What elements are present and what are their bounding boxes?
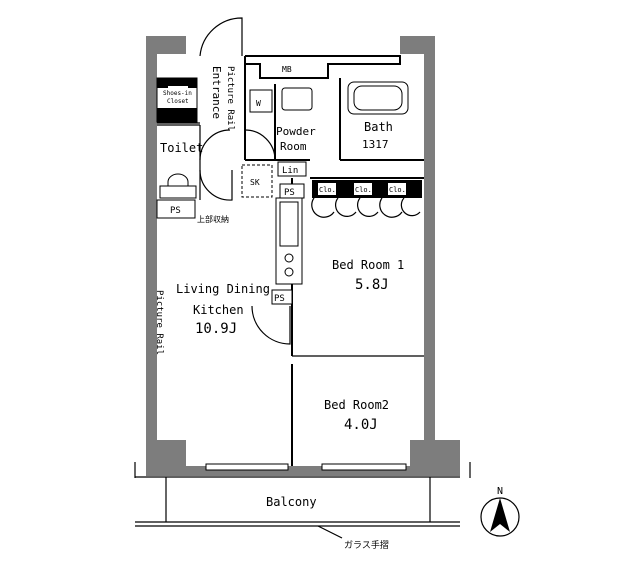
entrance-door-arc (199, 17, 243, 57)
ps-label-top: PS (284, 188, 295, 198)
shoes-in-closet-label-2: Closet (167, 98, 189, 105)
closet-3-bg (388, 183, 406, 195)
bath-fixtures (156, 81, 409, 305)
ps-box-toilet (156, 199, 196, 219)
bedroom1-area-label: 5.8J (355, 277, 389, 293)
ldk-window (205, 463, 289, 471)
toilet-fixture (167, 173, 189, 189)
closet-doors (311, 197, 421, 218)
north-label: N (497, 486, 503, 497)
fixture-labels: MB W Lin PS PS PS SK 上部収納 Clo. Clo. Clo.… (170, 65, 406, 551)
bedroom2-label: Bed Room2 (324, 398, 389, 412)
ps-label-toilet: PS (170, 206, 181, 216)
picture-rail-label-top: Picture Rail (225, 66, 235, 131)
bedroom2-area-label: 4.0J (344, 417, 378, 433)
kitchen (275, 197, 303, 285)
left-top-pillar (146, 36, 186, 54)
sk-label: SK (250, 178, 260, 187)
stove-burner-1 (284, 253, 294, 263)
picture-rail-label-left: Picture Rail (154, 290, 164, 355)
powder-room-label-1: Powder (276, 125, 316, 138)
interior-partitions (156, 56, 424, 466)
linen-box (277, 161, 307, 177)
closet-label-2: Clo. (355, 186, 372, 194)
kitchen-sink (279, 201, 299, 247)
toilet-door-arc (199, 129, 231, 161)
toilet-label: Toilet (160, 141, 203, 155)
top-wall-line (244, 55, 401, 79)
ldk-door-arc (251, 305, 291, 345)
sk-box (241, 164, 273, 198)
washbasin (281, 87, 313, 111)
bathtub-inner (353, 85, 403, 111)
stove-burner-2 (284, 267, 294, 277)
linen-label: Lin (282, 166, 298, 176)
closet-shelf-lower (157, 108, 197, 122)
right-wall (424, 36, 435, 476)
compass-needle (490, 498, 510, 532)
doors (199, 17, 291, 345)
windows (134, 355, 471, 539)
ps-label-kitchen: PS (274, 294, 285, 304)
glass-rail-label: ガラス手摺 (344, 539, 389, 551)
powder-door-arc (244, 129, 276, 161)
bath-door-arc (199, 169, 233, 201)
shoes-in-closet-label-1: Shoes-in (163, 90, 192, 97)
bedroom1-label: Bed Room 1 (332, 258, 404, 272)
entrance-label: Entrance (210, 66, 223, 119)
closet-2-bg (354, 183, 372, 195)
washer-box (249, 89, 273, 113)
exterior-walls (146, 36, 460, 476)
left-wall (146, 36, 157, 476)
ldk-label-2: Kitchen (193, 303, 244, 317)
washer-label: W (256, 99, 261, 108)
right-top-pillar (400, 36, 435, 54)
mb-label: MB (282, 65, 292, 74)
balcony-label: Balcony (266, 495, 317, 509)
bedroom-closets (311, 180, 422, 218)
ldk-label-1: Living Dining (176, 282, 270, 296)
closet-label-3: Clo. (389, 186, 406, 194)
room-labels: Shoes-in Closet Entrance ガラス手摺 Picture R… (154, 66, 404, 509)
closet-label-bg (168, 86, 188, 106)
closet-shelf (157, 78, 197, 88)
ldk-area-label: 10.9J (195, 321, 237, 337)
north-arrow: N (480, 486, 520, 537)
bottom-wall (146, 466, 460, 476)
glass-rail-leader (317, 525, 343, 539)
powder-room-label-2: Room (280, 140, 307, 153)
closet-1-bg (318, 183, 336, 195)
ps-box-kitchen (271, 289, 293, 305)
bedroom2-window (321, 463, 407, 471)
toilet-tank (159, 185, 197, 199)
bath-size-label: 1317 (362, 138, 389, 151)
upper-storage-label: 上部収納 (197, 214, 229, 224)
closet-label-1: Clo. (319, 186, 336, 194)
bath-label: Bath (364, 120, 393, 134)
